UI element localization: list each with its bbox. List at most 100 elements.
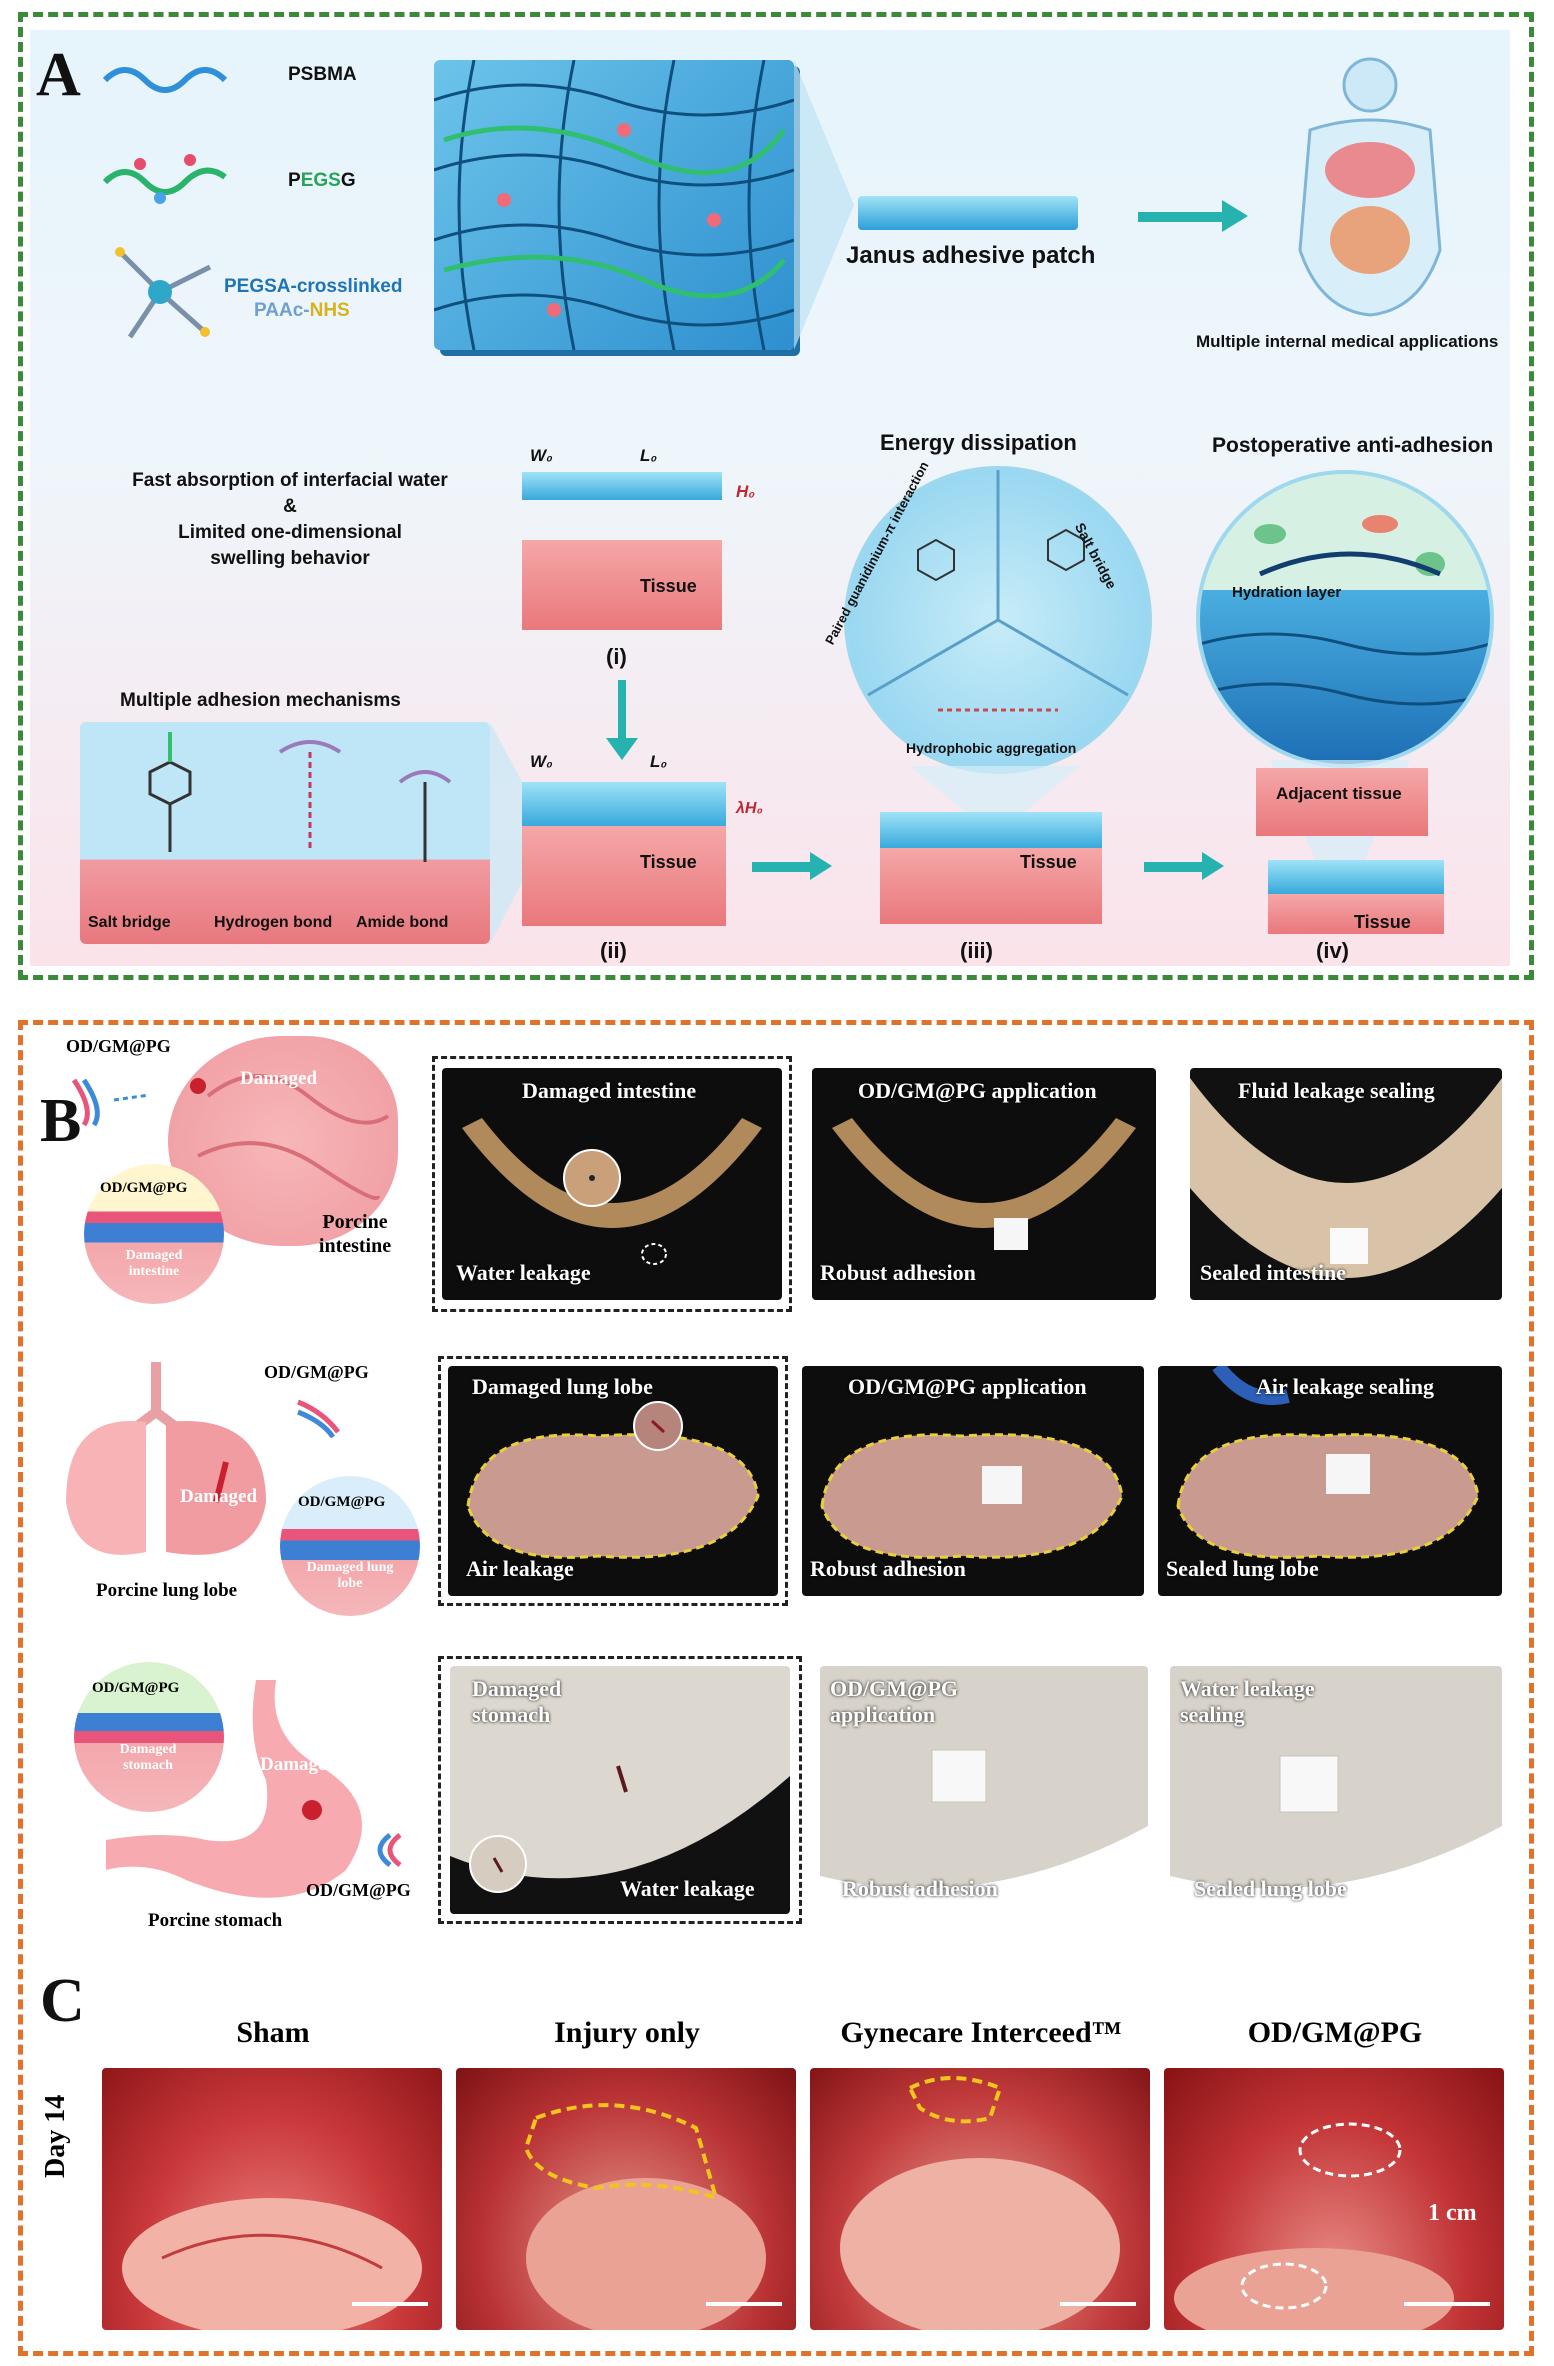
c-photo-interceed xyxy=(810,2068,1150,2330)
row1-photo1-bottom: Water leakage xyxy=(456,1260,591,1285)
lung-illustration xyxy=(56,1352,286,1572)
dim-l0-i: L₀ xyxy=(640,446,658,465)
col-sham-title: Sham xyxy=(236,2016,310,2049)
antiadhesion-circle xyxy=(1196,470,1494,768)
hydration-layer-label: Hydration layer xyxy=(1232,584,1342,601)
dim-lambda-h0: λH₀ xyxy=(736,800,763,817)
row2-organ-label: Porcine lung lobe xyxy=(96,1580,238,1601)
step-iii-label: (iii) xyxy=(960,938,993,963)
fast-absorption-text: Fast absorption of interfacial water & L… xyxy=(100,468,480,572)
row1-photo1 xyxy=(442,1068,782,1300)
legend-pegsg: PEGSG xyxy=(288,170,356,192)
row3-photo1-bottom: Water leakage xyxy=(620,1876,755,1901)
col-interceed-title: Gynecare Interceed™ xyxy=(840,2016,1122,2049)
lung-photo-shape xyxy=(466,1401,760,1559)
row2-photo1-bottom: Air leakage xyxy=(466,1556,574,1581)
arrow-down-icon xyxy=(606,738,638,760)
legend-paac-prefix: PAAc- xyxy=(254,300,310,321)
arrow-ii-head-icon xyxy=(810,852,832,880)
tissue-label-iv: Tissue xyxy=(1354,912,1411,932)
col-injury-title: Injury only xyxy=(554,2016,700,2049)
row3-photo3 xyxy=(1170,1666,1502,1914)
panel-b-frame xyxy=(18,1020,1534,2356)
network-mesh-icon xyxy=(433,59,795,351)
row3-patch-arrow-icon xyxy=(377,1833,402,1867)
row3-layer-sub: Damaged stomach xyxy=(119,1742,177,1773)
row3-photo1-frame xyxy=(438,1656,802,1924)
tissue-i xyxy=(522,540,722,630)
arrow-to-body xyxy=(1138,212,1228,222)
adjacent-tissue-block xyxy=(1256,768,1428,836)
intestine-photo-shape xyxy=(462,1118,762,1265)
legend-pegsg-p: P xyxy=(288,170,301,191)
row3-photo3-top: Water leakage sealing xyxy=(1180,1676,1315,1727)
dim-w0-i: W₀ xyxy=(530,446,553,465)
step-i-label: (i) xyxy=(606,644,627,669)
human-body-icon xyxy=(1298,57,1442,317)
janus-patch-visual xyxy=(858,196,1078,230)
energy-title: Energy dissipation xyxy=(880,430,1077,455)
energy-dissipation-circle xyxy=(844,466,1152,774)
tissue-label-ii: Tissue xyxy=(640,852,697,872)
panel-b-letter: B xyxy=(40,1087,82,1155)
arrow-ii-to-iii xyxy=(752,862,812,872)
legend-paac: PAAc-NHS xyxy=(254,300,350,322)
dim-l0-ii: L₀ xyxy=(650,752,668,771)
row3-photo3-bottom: Sealed lung lobe xyxy=(1194,1876,1347,1901)
stomach-sealed-shape xyxy=(1170,1755,1502,1914)
scale-bar-label: 1 cm xyxy=(1428,2200,1477,2226)
zoom-wedge-mechanisms xyxy=(490,722,522,944)
row1-photo2-top: OD/GM@PG application xyxy=(858,1078,1097,1103)
arrow-iii-head-icon xyxy=(1202,852,1224,880)
row1-photo1-top: Damaged intestine xyxy=(522,1078,697,1103)
row1-layer-sub: Damaged intestine xyxy=(125,1248,183,1279)
patch-iii xyxy=(880,812,1102,848)
row1-layer-label: OD/GM@PG xyxy=(100,1180,188,1196)
psbma-chain-icon xyxy=(102,67,228,93)
interceed-organ-shape xyxy=(840,2076,1136,2330)
mechanism-hydrogen-bond: Hydrogen bond xyxy=(214,914,333,931)
row2-photo1-frame xyxy=(438,1356,788,1606)
polymer-legend-icons xyxy=(102,67,228,339)
sector-hydrophobic: Hydrophobic aggregation xyxy=(906,740,1077,756)
mechanism-amide-bond: Amide bond xyxy=(356,914,449,931)
patch-iv xyxy=(1268,860,1444,894)
row3-organ-label: Porcine stomach xyxy=(148,1910,283,1931)
dim-h0-i: H₀ xyxy=(736,482,755,501)
row2-layer-sub: Damaged lung lobe xyxy=(306,1560,394,1591)
row2-photo3-bottom: Sealed lung lobe xyxy=(1166,1556,1319,1581)
tissue-iii xyxy=(880,848,1102,924)
row1-organ-label: Porcine intestine xyxy=(318,1211,392,1257)
step-ii-label: (ii) xyxy=(600,938,627,963)
stomach-patched-shape xyxy=(820,1749,1148,1914)
sham-organ-shape xyxy=(122,2198,428,2330)
pegsg-chain-icon xyxy=(102,167,227,195)
applications-label: Multiple internal medical applications xyxy=(1196,332,1499,351)
lung-patched-shape xyxy=(820,1433,1124,1559)
row2-patch-arrow-icon xyxy=(297,1399,340,1439)
c-photo-odgmpg xyxy=(1164,2068,1504,2330)
legend-psbma: PSBMA xyxy=(288,64,357,85)
mechanisms-title: Multiple adhesion mechanisms xyxy=(120,690,401,711)
col-odgmpg-title: OD/GM@PG xyxy=(1247,2016,1423,2049)
row3-photo2 xyxy=(820,1666,1148,1914)
tissue-label-i: Tissue xyxy=(640,576,697,596)
intestine-sealed-shape xyxy=(1190,1078,1502,1278)
zoom-wedge-icon xyxy=(794,60,854,350)
row2-damaged-label: Damaged xyxy=(180,1486,258,1507)
odgmpg-organ-shape xyxy=(1174,2122,1490,2330)
panel-c-letter: C xyxy=(40,1967,85,2035)
row2-photo2-top: OD/GM@PG application xyxy=(848,1374,1087,1399)
row2-photo3 xyxy=(1158,1366,1502,1596)
legend-pegsg-egs: EGS xyxy=(300,170,341,191)
legend-pegsg-g: G xyxy=(340,170,356,191)
row3-photo1-top: Damaged stomach xyxy=(472,1676,562,1727)
row3-agent-label: OD/GM@PG xyxy=(306,1880,411,1900)
zoom-cone-iii xyxy=(910,766,1080,816)
row3-layer-label: OD/GM@PG xyxy=(92,1680,180,1696)
janus-patch-label: Janus adhesive patch xyxy=(846,242,1096,269)
stomach-photo-shape xyxy=(450,1765,790,1914)
mechanism-salt-bridge: Salt bridge xyxy=(88,914,171,931)
mechanism-structures-icon xyxy=(148,732,452,862)
fast-absorption-line4: swelling behavior xyxy=(210,548,370,569)
